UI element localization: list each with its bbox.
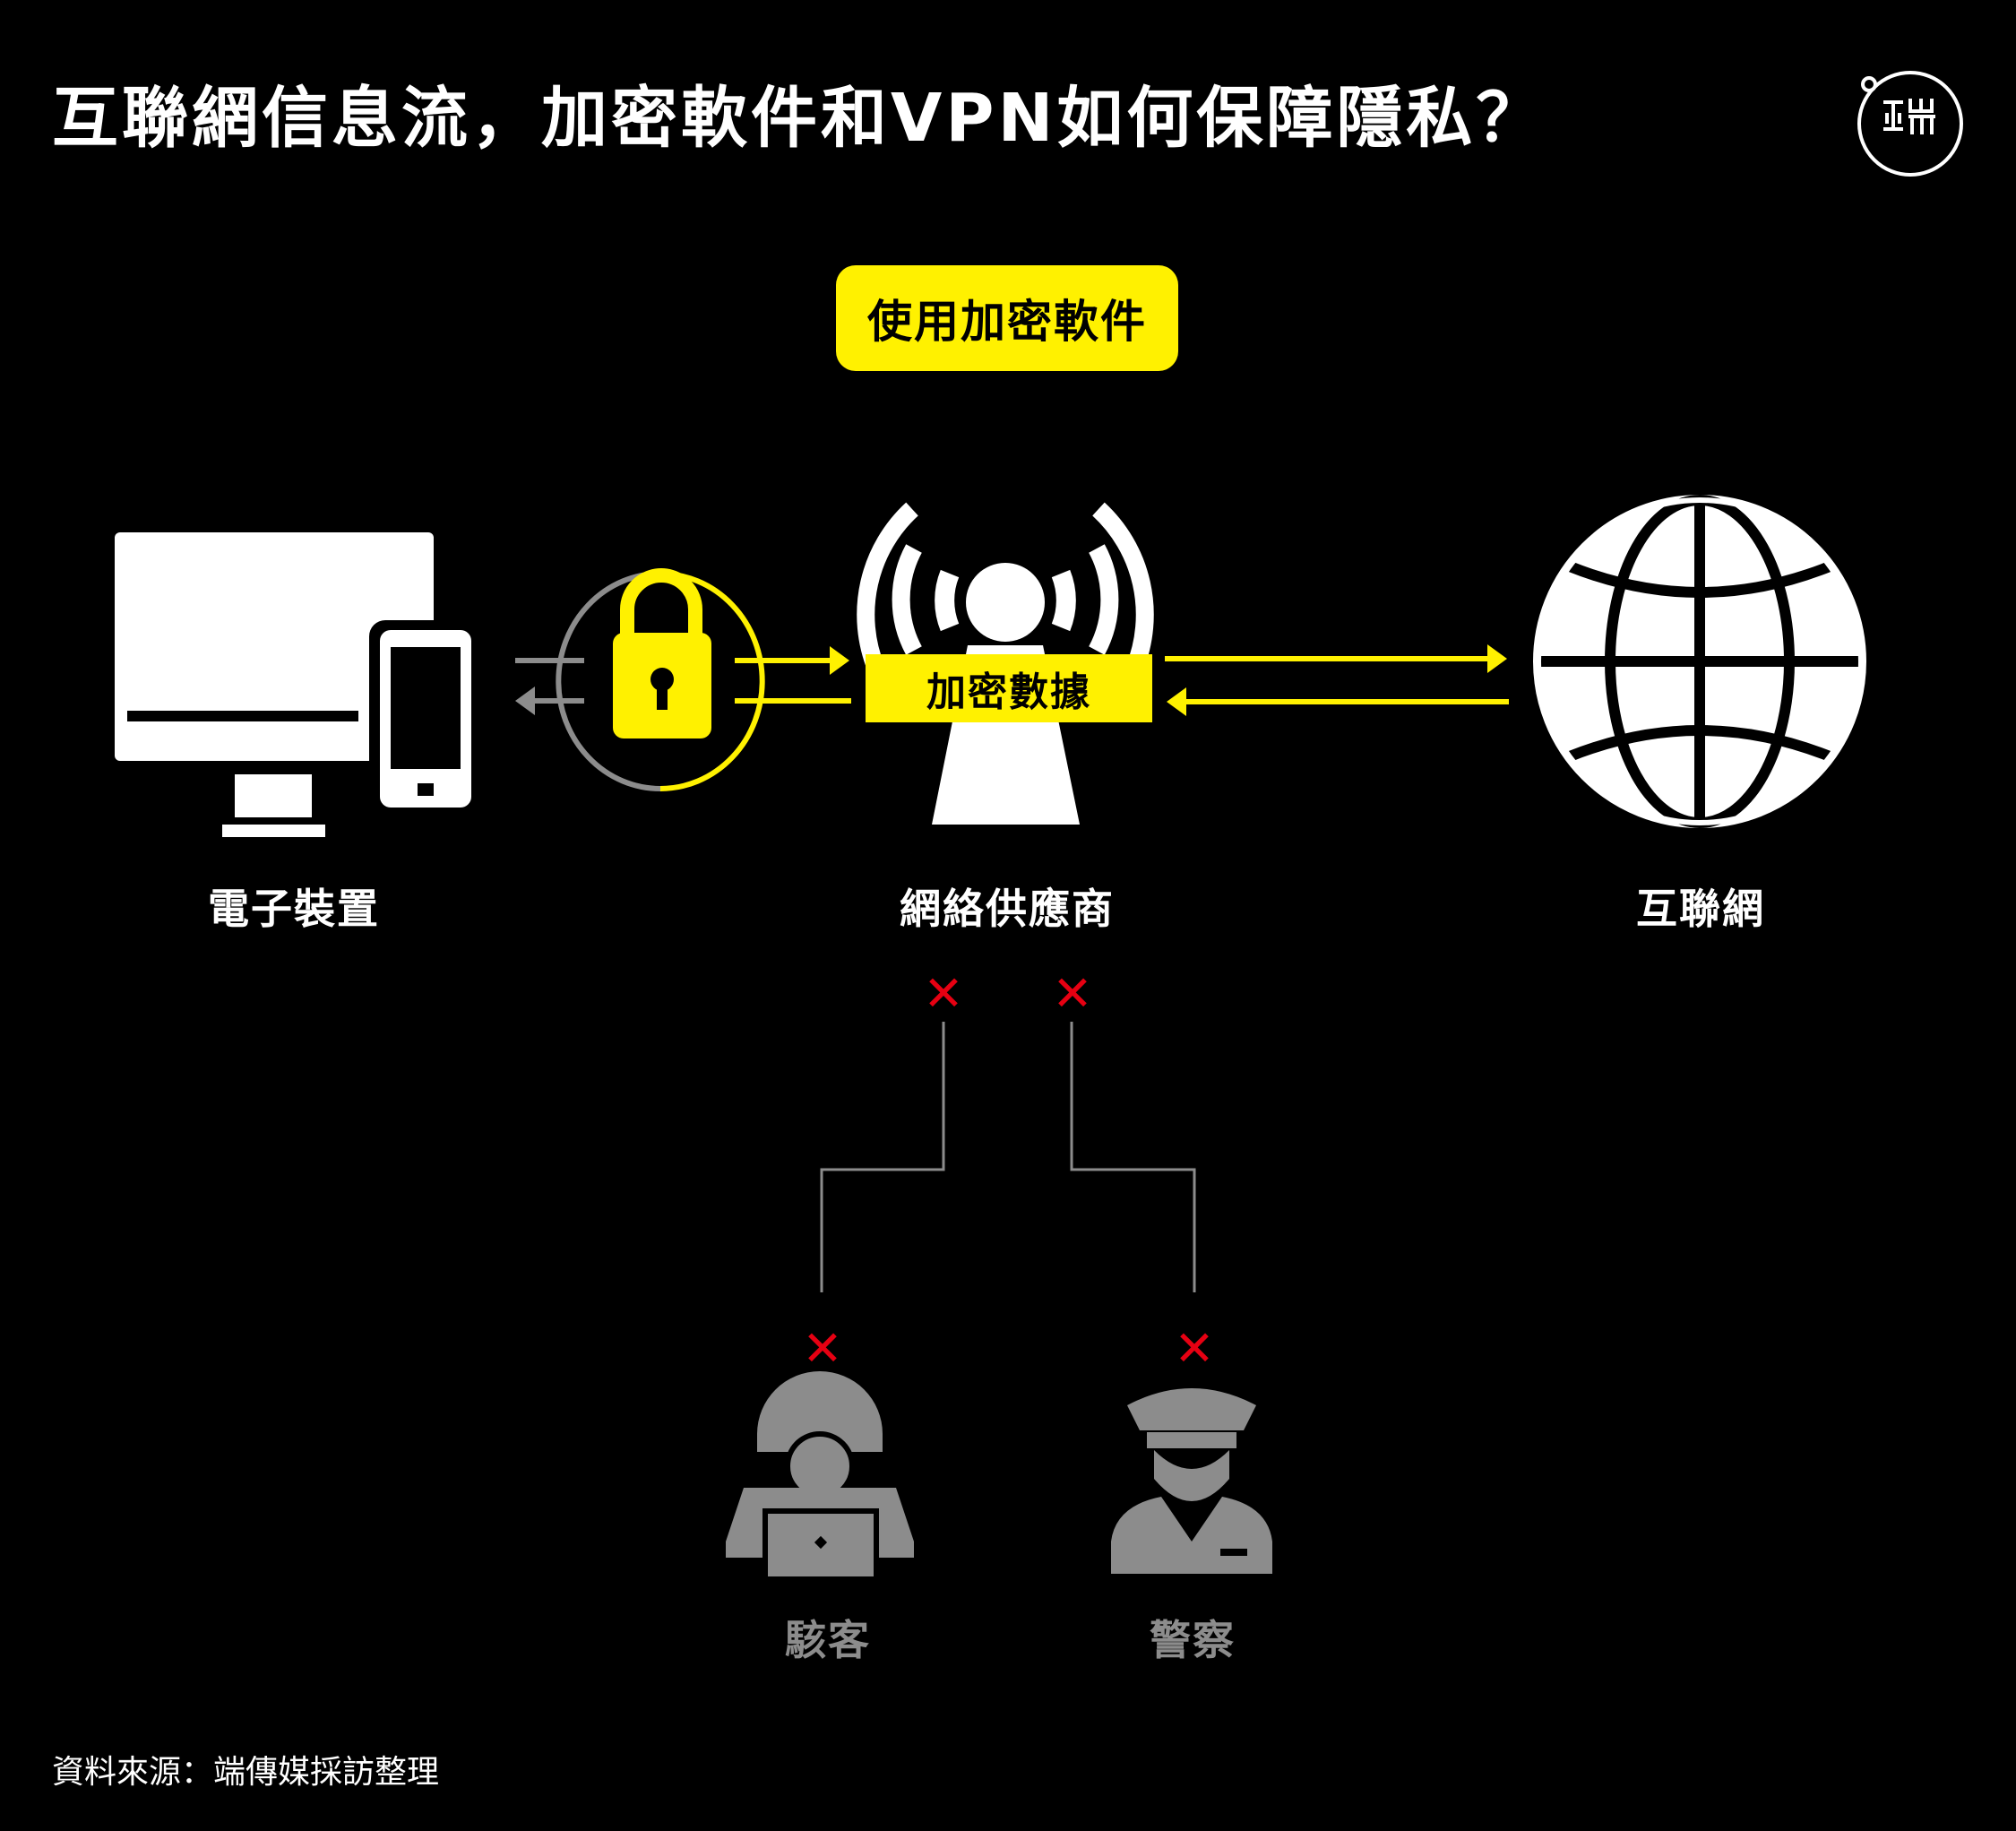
isp-label: 網絡供應商 [900,885,1115,933]
police-officer-icon [1111,1388,1272,1574]
intercept-lines [820,1022,1196,1292]
mode-label-pill: 使用加密軟件 [836,265,1178,371]
padlock-icon [613,568,711,738]
blocked-x-icon: ✕ [802,1320,843,1377]
encrypted-data-label: 加密數據 [866,654,1152,722]
police-label: 警察 [1150,1616,1236,1664]
blocked-x-icon: ✕ [1052,965,1093,1022]
page-title: 互聯網信息流，加密軟件和VPN如何保障隱私？ [52,80,1546,157]
globe-icon [1533,495,1866,828]
initium-logo-icon [1857,71,1963,177]
source-note: 資料來源：端傳媒採訪整理 [52,1754,440,1791]
hacker-icon [726,1371,914,1582]
computer-monitor-icon [115,532,434,837]
device-label: 電子裝置 [208,885,380,933]
flow-arrows-internet [1165,644,1509,716]
hacker-label: 駭客 [785,1616,871,1664]
blocked-x-icon: ✕ [1174,1320,1215,1377]
blocked-x-icon: ✕ [923,965,964,1022]
flow-arrows-device [515,571,851,791]
mobile-phone-icon [369,620,482,819]
internet-label: 互聯網 [1636,885,1765,933]
